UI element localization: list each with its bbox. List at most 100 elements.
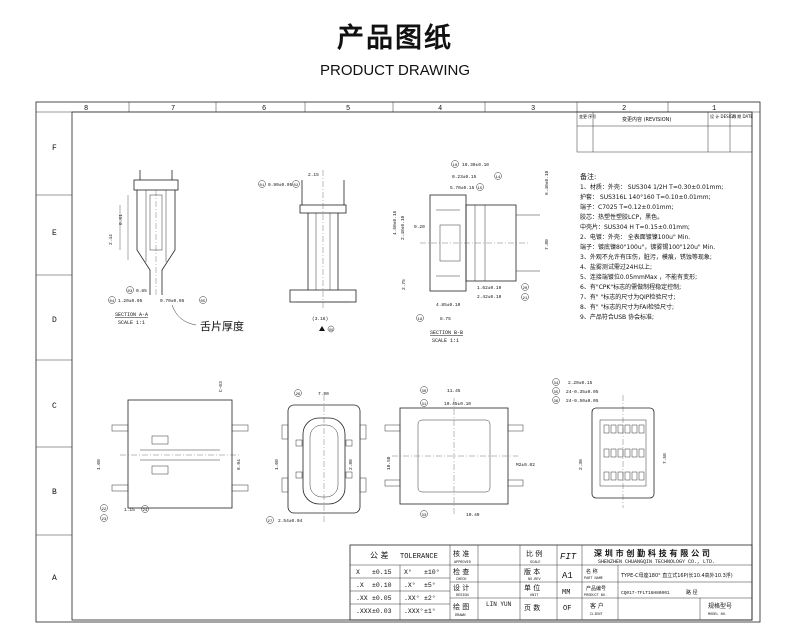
tol-row-bv: ±5°	[424, 581, 436, 589]
row-label-b: B	[52, 488, 57, 497]
col-label-2: 2	[622, 105, 626, 113]
drawn-en: DRAWN	[455, 614, 466, 618]
note-line: 端子：镀底镍80"100u"，镀雾锡100"120u" Min.	[580, 243, 715, 251]
section-bb-label: SECTION B-B	[430, 330, 463, 336]
bubble-04: 04	[110, 300, 115, 304]
tol-row-a: .X	[356, 582, 364, 589]
dim-c-03: C-03	[218, 381, 224, 392]
bubble-35: 35	[554, 391, 559, 395]
dim-11-45: 11.45	[447, 388, 461, 394]
note-line: 5、连接端镀位0.05mmMax ，不能有变形;	[580, 273, 697, 281]
dim-24-0: 24-0.35±0.05	[566, 389, 599, 395]
note-line: 端子：C7025 T=0.12±0.01mm;	[580, 203, 674, 211]
dim-2-48: 2.48±0.10	[400, 215, 406, 240]
unit-cn: 单 位	[524, 583, 540, 592]
dim-2-20: 2.20±0.15	[568, 380, 593, 386]
rev-en: NO.REV	[528, 578, 542, 582]
page-subtitle: PRODUCT DRAWING	[320, 62, 470, 79]
bubble-01: 01	[260, 184, 265, 188]
dim-0-85: 0.85	[136, 288, 147, 294]
checked-cn: 检 查	[453, 567, 469, 576]
approved-en: APPROVED	[454, 561, 471, 565]
tol-row-bv: ±10°	[424, 568, 440, 576]
model-cn: 规格型号	[708, 602, 732, 610]
dim-0-23: 0.23±0.15	[452, 174, 477, 180]
scale-cn: 比 例	[526, 549, 542, 558]
bubble-23: 23	[102, 518, 107, 522]
dim-3-16: (3.16)	[312, 316, 328, 322]
dim-4-50: 4.50±0.15	[392, 210, 398, 235]
dim-24-0b: 24-0.50±0.05	[566, 398, 599, 404]
typec-face-view: 26 7.90 1.00 2.80 27 2.54±0.04	[266, 389, 367, 524]
dim-7-50: 7.50	[662, 453, 668, 464]
note-line: 护套： SUS316L 140°160 T=0.10±0.01mm;	[580, 193, 711, 201]
dim-2-44: 2.44	[108, 234, 114, 245]
bubble-27: 27	[268, 520, 273, 524]
dim-m2: M2±0.02	[516, 462, 535, 468]
dim-2-54: 2.54±0.04	[278, 518, 303, 524]
bubble-26: 26	[296, 393, 301, 397]
tol-row-a: X	[356, 569, 360, 576]
col-label-4: 4	[438, 105, 442, 113]
dim-10-50: 10.50	[386, 456, 392, 470]
sheet-value: OF	[563, 605, 571, 613]
tol-row-av: ±0.03	[372, 608, 392, 615]
bubble-21: 21	[523, 297, 528, 301]
rev-cn: 版 本	[524, 567, 540, 576]
bubble-24: 24	[143, 509, 148, 513]
scale-en: SCALE	[530, 561, 541, 565]
section-aa-view: 2.44 0.61 03 0.85 04 1.20±0.05 0.70±0.05…	[108, 170, 244, 333]
note-line: 4、盐雾测试需过24H以上;	[580, 263, 652, 271]
unit-en: UNIT	[530, 594, 538, 598]
path-label: 路 径	[686, 589, 698, 596]
bubble-22: 22	[102, 508, 107, 512]
note-line: 8、有" "标志的尺寸为FAI检验尺寸;	[580, 303, 674, 311]
sheet-cn: 页 数	[524, 603, 540, 612]
dim-0-20: 0.20	[414, 224, 425, 230]
dim-2-15: 2.15	[308, 172, 319, 178]
checked-en: CHECK	[456, 578, 467, 582]
unit-value: MM	[562, 589, 570, 597]
column-labels: 8 7 6 5 4 3 2 1	[84, 102, 716, 113]
dim-0-70: 0.70±0.05	[160, 298, 185, 304]
tol-row-b: .XXX°	[404, 607, 424, 615]
drawn-name: LIN YUN	[486, 601, 512, 608]
dim-0-61: 0.61	[118, 214, 124, 225]
dim-1-00: 1.00	[96, 459, 102, 470]
product-no-value: CQ017-TFLT16H80001	[621, 590, 670, 596]
tongue-thickness-label: 舌片厚度	[200, 319, 244, 333]
row-label-f: F	[52, 144, 57, 153]
bubble-19: 19	[418, 318, 423, 322]
section-bb-view: 10 10.30±0.10 0.23±0.15 14 5.70±0.15 15 …	[392, 160, 550, 344]
tol-row-bv: ±2°	[424, 594, 436, 602]
note-line: 3、外观不允许有压伤，脏污，模痕，锈蚀等现象;	[580, 253, 712, 261]
bubble-14: 14	[496, 176, 501, 180]
dim-2-42: 2.42±0.10	[477, 294, 502, 300]
dim-7-80: 7.80	[544, 239, 550, 250]
bubble-02: 02	[294, 184, 299, 188]
dim-8-94: 8.94	[236, 459, 242, 470]
bubble-15: 15	[478, 187, 483, 191]
dim-1-62: 1.62±0.10	[477, 285, 502, 291]
approved-cn: 核 准	[453, 549, 469, 558]
design-en: DESIGN	[456, 594, 469, 598]
pcb-footprint-view: 34 2.20±0.15 35 24-0.35±0.05 36 24-0.50±…	[552, 378, 668, 508]
col-label-7: 7	[171, 105, 175, 113]
note-line: 1、材质：外壳： SUS304 1/2H T=0.30±0.01mm;	[580, 183, 723, 191]
model-en: MODEL NO.	[708, 613, 727, 617]
note-line: 6、有"CPK"标志的需做制程稳定控制;	[580, 283, 681, 291]
note-line: 9、产品符合USB 协会标准;	[580, 313, 654, 321]
tol-row-b: X°	[404, 568, 412, 576]
front-left-view: C-03 1.00 8.94 22 23 1.15 24	[96, 381, 249, 522]
rev-date-header: 月 期 DATE	[732, 113, 753, 119]
col-label-1: 1	[712, 105, 716, 113]
side-view: 01 0.90±0.05 02 2.15 (3.16) 09	[258, 170, 357, 333]
note-line: 中壳片：SUS304 H T=0.15±0.01mm;	[580, 223, 690, 231]
bubble-30: 30	[422, 390, 427, 394]
drawn-cn: 绘 图	[453, 602, 469, 611]
title-block: 公 差 TOLERANCE X ±0.15 X° ±10° .X ±0.10 .…	[349, 544, 753, 621]
outer-frame	[35, 101, 761, 623]
tol-row-a: .XX	[356, 595, 368, 602]
dim-1-00c: 1.00	[274, 459, 280, 470]
bubble-05: 05	[201, 300, 206, 304]
